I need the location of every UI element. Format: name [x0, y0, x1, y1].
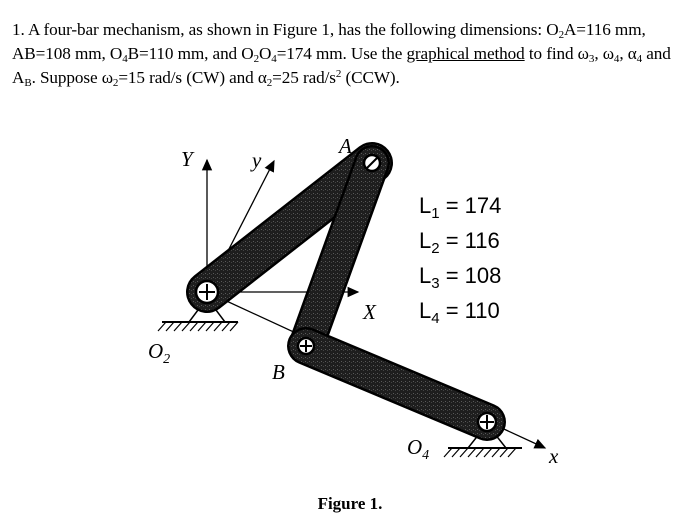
length-L3: L3 = 108 [419, 263, 501, 292]
label-Y: Y [181, 147, 195, 171]
label-B: B [272, 360, 285, 384]
pin-o4 [476, 411, 498, 433]
link-a-b [288, 145, 390, 364]
label-X: X [362, 300, 377, 324]
label-A: A [337, 134, 352, 158]
graphical-method-text: graphical method [406, 44, 525, 63]
pin-a [362, 153, 382, 173]
label-O4: O4 [407, 435, 429, 463]
figure-caption: Figure 1. [317, 494, 383, 513]
length-L1: L1 = 174 [419, 193, 501, 222]
length-list: L1 = 174 L2 = 116 L3 = 108 L4 = 110 [419, 193, 501, 327]
length-L2: L2 = 116 [419, 228, 500, 257]
link-o2-a [186, 142, 393, 313]
label-y: y [250, 148, 262, 172]
length-L4: L4 = 110 [419, 298, 500, 327]
link-b-o4 [287, 327, 506, 441]
problem-statement: 1. A four-bar mechanism, as shown in Fig… [12, 20, 671, 89]
label-O2: O2 [148, 339, 170, 367]
pin-o2 [194, 279, 220, 305]
label-x: x [548, 444, 559, 468]
pin-b [296, 336, 316, 356]
